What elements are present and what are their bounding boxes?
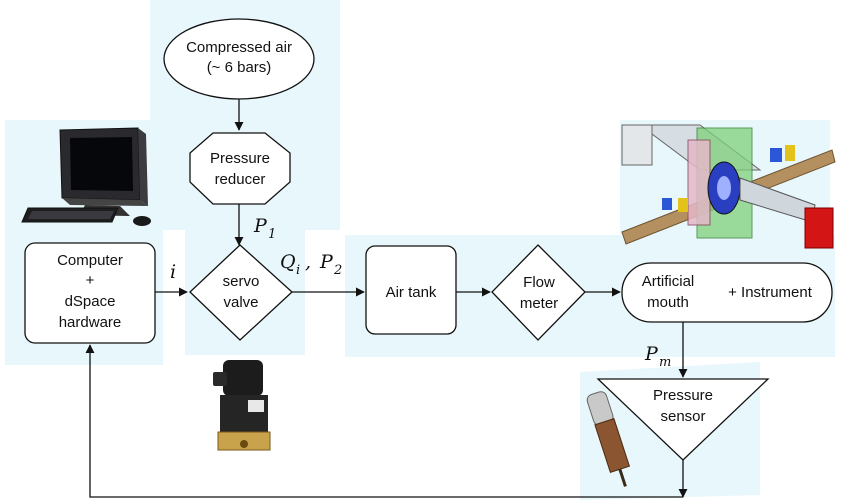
tank-label: Air tank (386, 284, 437, 301)
air-tank-block: Air tank (365, 245, 457, 335)
pressure-reducer-block: Pressure reducer (189, 132, 291, 205)
mouth-line1: Artificial (642, 273, 695, 290)
current-label: i (170, 261, 176, 283)
flow-meter-block: Flow meter (491, 244, 586, 341)
signal-labels: P 1 i Q i , P 2 P m (170, 215, 671, 370)
p1-label: P (253, 215, 268, 237)
computer-line3: dSpace (65, 293, 116, 310)
connections (85, 98, 688, 498)
computer-line1: Computer (57, 252, 123, 269)
pressure-sensor-illustration-icon (586, 391, 631, 487)
instrument-label: + Instrument (728, 284, 813, 301)
p2-subscript: 2 (333, 263, 342, 278)
reducer-line1: Pressure (210, 150, 270, 167)
reducer-line2: reducer (215, 171, 266, 188)
sensor-line1: Pressure (653, 387, 713, 404)
pressure-sensor-block: Pressure sensor (596, 378, 770, 461)
p2-label: P (319, 251, 334, 273)
computer-dspace-block: Computer + dSpace hardware (24, 242, 156, 344)
mouth-line2: mouth (647, 294, 689, 311)
p1-subscript: 1 (268, 227, 276, 242)
flowmeter-line1: Flow (523, 274, 555, 291)
artificial-mouth-instrument-block: Artificial mouth + Instrument (621, 262, 833, 323)
q-label: Q (280, 251, 296, 273)
pm-label: P (644, 343, 659, 365)
computer-line4: hardware (59, 314, 122, 331)
source-line2: (~ 6 bars) (207, 59, 272, 76)
computer-illustration-icon (21, 127, 151, 226)
comma-label: , (305, 251, 311, 273)
compressed-air-source: Compressed air (~ 6 bars) (163, 18, 315, 100)
pm-subscript: m (659, 355, 671, 370)
flowmeter-line2: meter (520, 295, 558, 312)
servo-valve-block: servo valve (189, 244, 293, 341)
source-line1: Compressed air (186, 39, 292, 56)
artificial-mouth-cad-illustration-icon (621, 124, 836, 249)
sensor-line2: sensor (660, 408, 705, 425)
valve-line1: servo (223, 273, 260, 290)
computer-line2: + (86, 272, 95, 289)
valve-line2: valve (223, 294, 258, 311)
servo-valve-illustration-icon (213, 360, 271, 451)
q-subscript: i (296, 263, 300, 278)
